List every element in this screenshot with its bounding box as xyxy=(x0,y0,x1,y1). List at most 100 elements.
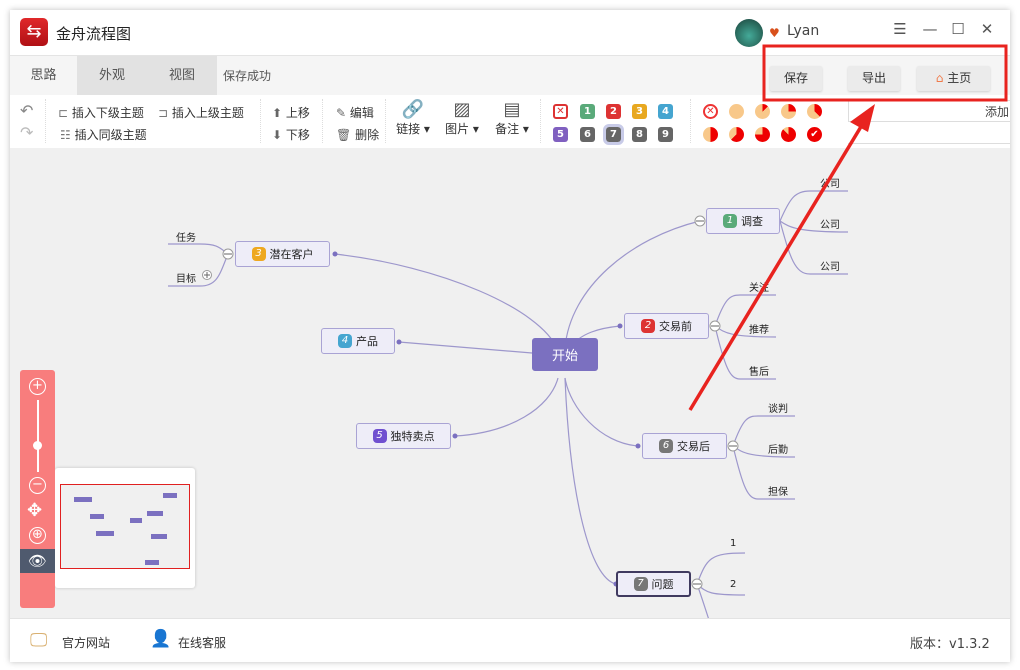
app-title: 金舟流程图 xyxy=(56,25,132,43)
edit-button[interactable]: ✎ 编辑 xyxy=(336,106,374,120)
insert-sibling-button[interactable]: ☷ 插入同级主题 xyxy=(60,128,147,142)
priority-6[interactable]: 6 xyxy=(580,127,595,142)
leaf-node[interactable]: 2 xyxy=(730,579,737,590)
priority-badge: 6 xyxy=(659,439,673,453)
footer: 🖵 官方网站 👤 在线客服 版本：v1.3.2 xyxy=(10,618,1010,662)
save-button[interactable]: 保存 xyxy=(770,66,822,91)
note-button[interactable]: ▤备注 ▾ xyxy=(495,99,529,136)
close-icon[interactable]: ✕ xyxy=(980,20,994,38)
zoom-in-icon[interactable]: + xyxy=(29,378,46,395)
version-label: 版本：v1.3.2 xyxy=(910,637,990,652)
priority-5[interactable]: 5 xyxy=(553,127,568,142)
minimap-viewport[interactable] xyxy=(60,484,190,569)
menu-icon[interactable]: ☰ xyxy=(893,20,907,38)
save-status: 保存成功 xyxy=(223,69,272,83)
clear-progress-icon[interactable]: ✕ xyxy=(703,104,718,119)
progress-0-icon[interactable] xyxy=(729,104,744,119)
title-bar: ⇆ 金舟流程图 ♥ Lyan ☰ — ☐ ✕ xyxy=(10,10,1010,55)
link-button[interactable]: 🔗链接 ▾ xyxy=(396,99,430,136)
minimize-icon[interactable]: — xyxy=(922,20,938,38)
clear-priority-icon[interactable]: ✕ xyxy=(553,104,568,119)
move-up-button[interactable]: ⬆ 上移 xyxy=(272,106,310,120)
tab-bar: 思路 外观 视图 保存成功 保存 导出 ⌂ 主页 xyxy=(10,55,1010,96)
insert-parent-button[interactable]: ⊐ 插入上级主题 xyxy=(158,106,244,120)
leaf-node[interactable]: 关注 xyxy=(749,283,769,294)
redo-icon[interactable]: ↷ xyxy=(20,123,34,142)
move-down-button[interactable]: ⬇ 下移 xyxy=(272,128,310,142)
website-link[interactable]: 官方网站 xyxy=(62,636,111,650)
priority-badge: 4 xyxy=(338,334,352,348)
leaf-node[interactable]: 后勤 xyxy=(768,445,788,456)
priority-3[interactable]: 3 xyxy=(632,104,647,119)
insert-sibling-icon: ☷ xyxy=(60,128,71,142)
avatar[interactable] xyxy=(735,19,763,47)
user-support-icon: 👤 xyxy=(150,629,172,649)
zoom-slider-handle[interactable] xyxy=(33,441,42,450)
tab-view[interactable]: 视图 xyxy=(147,56,217,96)
insert-child-button[interactable]: ⊏ 插入下级主题 xyxy=(58,106,144,120)
arrow-up-icon: ⬆ xyxy=(272,106,283,120)
priority-4[interactable]: 4 xyxy=(658,104,673,119)
home-button[interactable]: ⌂ 主页 xyxy=(917,66,990,91)
progress-done-icon[interactable]: ✔ xyxy=(807,127,822,142)
leaf-node[interactable]: 公司 xyxy=(820,220,840,231)
maximize-icon[interactable]: ☐ xyxy=(951,20,965,38)
priority-1[interactable]: 1 xyxy=(580,104,595,119)
progress-7-icon[interactable] xyxy=(781,127,796,142)
priority-badge: 1 xyxy=(723,214,737,228)
image-button[interactable]: ▨图片 ▾ xyxy=(445,99,479,136)
priority-2[interactable]: 2 xyxy=(606,104,621,119)
progress-6-icon[interactable] xyxy=(755,127,770,142)
edit-icon: ✎ xyxy=(336,106,347,120)
leaf-node[interactable]: 推荐 xyxy=(749,325,769,336)
progress-3-icon[interactable] xyxy=(807,104,822,119)
priority-9[interactable]: 9 xyxy=(658,127,673,142)
center-icon[interactable]: ⊕ xyxy=(29,527,46,544)
tab-outline[interactable]: 思路 xyxy=(10,56,77,96)
leaf-node[interactable]: 任务 xyxy=(176,233,196,244)
delete-button[interactable]: 🗑 删除 xyxy=(336,128,380,142)
zoom-slider[interactable] xyxy=(37,400,39,472)
leaf-node[interactable]: 公司 xyxy=(820,262,840,273)
monitor-icon: 🖵 xyxy=(30,630,48,651)
priority-7[interactable]: 7 xyxy=(603,124,624,145)
tab-appearance[interactable]: 外观 xyxy=(77,56,147,96)
priority-badge: 2 xyxy=(641,319,655,333)
priority-badge: 3 xyxy=(251,247,266,261)
progress-5-icon[interactable] xyxy=(729,127,744,142)
leaf-node[interactable]: 担保 xyxy=(768,487,788,498)
eye-icon[interactable]: 👁 xyxy=(20,549,55,573)
side-panel-select[interactable] xyxy=(848,122,1010,144)
app-logo-icon: ⇆ xyxy=(20,18,48,46)
user-name[interactable]: Lyan xyxy=(787,23,820,39)
leaf-node[interactable]: 1 xyxy=(730,538,737,549)
move-icon[interactable]: ✥ xyxy=(27,500,43,521)
progress-2-icon[interactable] xyxy=(781,104,796,119)
priority-badge: 7 xyxy=(633,577,648,591)
leaf-node[interactable]: 目标 xyxy=(176,274,196,285)
app-window: ⇆ 金舟流程图 ♥ Lyan ☰ — ☐ ✕ 思路 外观 视图 保存成功 保存 … xyxy=(10,10,1010,662)
add-label[interactable]: 添加 xyxy=(985,105,1010,119)
trash-icon: 🗑 xyxy=(336,128,352,142)
leaf-node[interactable]: 售后 xyxy=(749,367,769,378)
leaf-node[interactable]: 谈判 xyxy=(768,404,788,415)
undo-icon[interactable]: ↶ xyxy=(20,101,34,120)
progress-4-icon[interactable] xyxy=(703,127,718,142)
support-link[interactable]: 在线客服 xyxy=(178,636,227,650)
zoom-out-icon[interactable]: − xyxy=(29,477,46,494)
export-button[interactable]: 导出 xyxy=(848,66,900,91)
progress-1-icon[interactable] xyxy=(755,104,770,119)
link-icon: 🔗 xyxy=(401,99,425,120)
priority-8[interactable]: 8 xyxy=(632,127,647,142)
leaf-node[interactable]: 公司 xyxy=(820,179,840,190)
minimap[interactable] xyxy=(55,468,195,588)
root-node[interactable]: 开始 xyxy=(532,338,598,371)
